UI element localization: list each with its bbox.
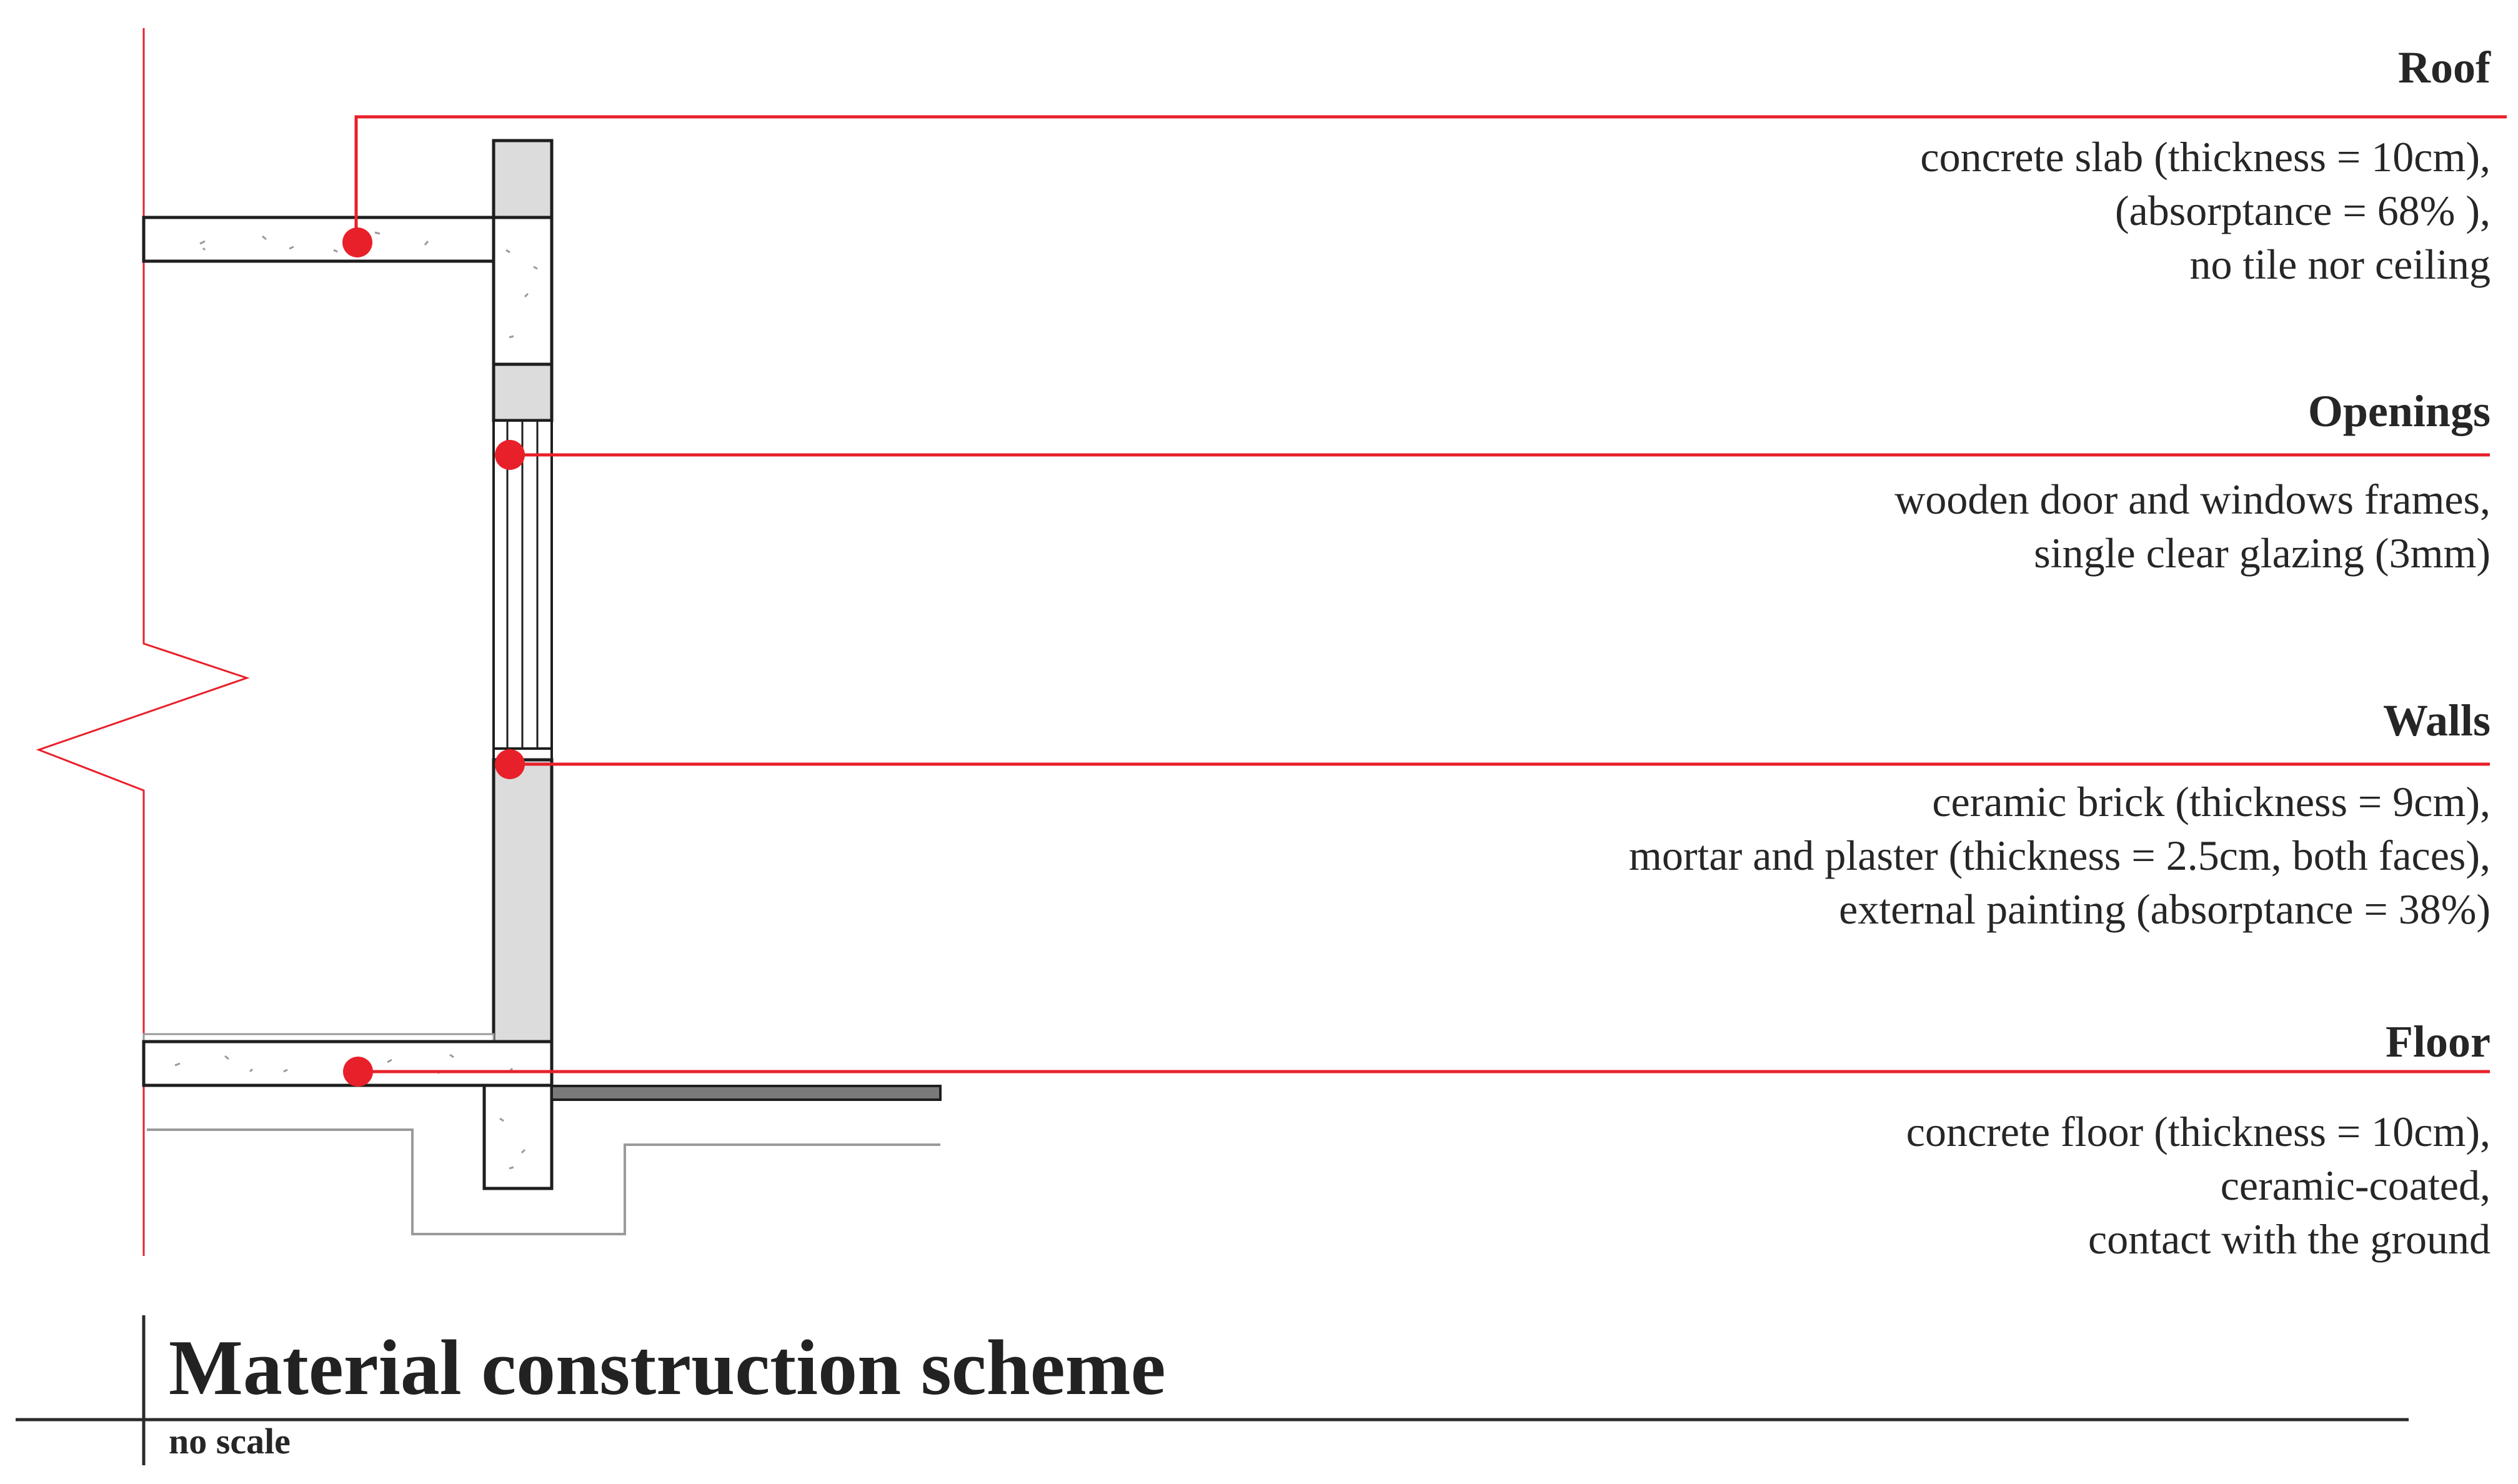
roof-heading: Roof <box>2398 42 2491 92</box>
window-lintel <box>492 362 554 422</box>
walls-desc-line: mortar and plaster (thickness = 2.5cm, b… <box>1628 832 2491 879</box>
walls-label: Walls <box>2383 695 2491 745</box>
roof-desc-line: no tile nor ceiling <box>2189 241 2491 288</box>
floor-heading: Floor <box>2386 1017 2491 1067</box>
brick-wall <box>492 758 554 1044</box>
floor-desc-line: ceramic-coated, <box>2220 1162 2491 1209</box>
floor-description: concrete floor (thickness = 10cm), ceram… <box>1906 1105 2491 1266</box>
openings-leader-dot <box>495 440 525 470</box>
floor-leader-dot <box>343 1057 373 1087</box>
floor-desc-line: contact with the ground <box>2088 1215 2491 1263</box>
openings-desc-line: single clear glazing (3mm) <box>2034 529 2491 577</box>
concrete-texture <box>174 231 538 1170</box>
roof-slab <box>142 216 495 263</box>
roof-desc-line: (absorptance = 68% ), <box>2114 187 2491 234</box>
wall-upper-beam <box>492 216 554 366</box>
break-line <box>36 28 250 1256</box>
roof-description: concrete slab (thickness = 10cm), (absor… <box>1920 130 2491 291</box>
walls-description: ceramic brick (thickness = 9cm), mortar … <box>1629 775 2491 936</box>
walls-desc-line: external painting (absorptance = 38%) <box>1839 885 2491 933</box>
walls-heading: Walls <box>2382 695 2491 745</box>
diagram-subtitle: no scale <box>169 1421 291 1462</box>
roof-leader-dot <box>342 227 372 257</box>
openings-heading: Openings <box>2307 386 2491 436</box>
roof-label: Roof <box>2398 42 2491 92</box>
floor-label: Floor <box>2386 1017 2491 1067</box>
diagram-title: Material construction scheme <box>169 1325 1166 1412</box>
walls-desc-line: ceramic brick (thickness = 9cm), <box>1932 778 2491 825</box>
floor-desc-line: concrete floor (thickness = 10cm), <box>1906 1108 2491 1155</box>
walls-leader-dot <box>495 749 525 779</box>
exterior-sidewalk <box>550 1085 942 1101</box>
openings-description: wooden door and windows frames, single c… <box>1894 472 2491 580</box>
ground-line-left <box>147 1128 940 1235</box>
roof-desc-line: concrete slab (thickness = 10cm), <box>1920 133 2491 181</box>
foundation-beam <box>482 1083 554 1190</box>
openings-desc-line: wooden door and windows frames, <box>1894 476 2491 523</box>
openings-label: Openings <box>2308 386 2491 436</box>
roof-parapet <box>492 139 554 221</box>
roof-leader-line <box>354 115 2507 242</box>
